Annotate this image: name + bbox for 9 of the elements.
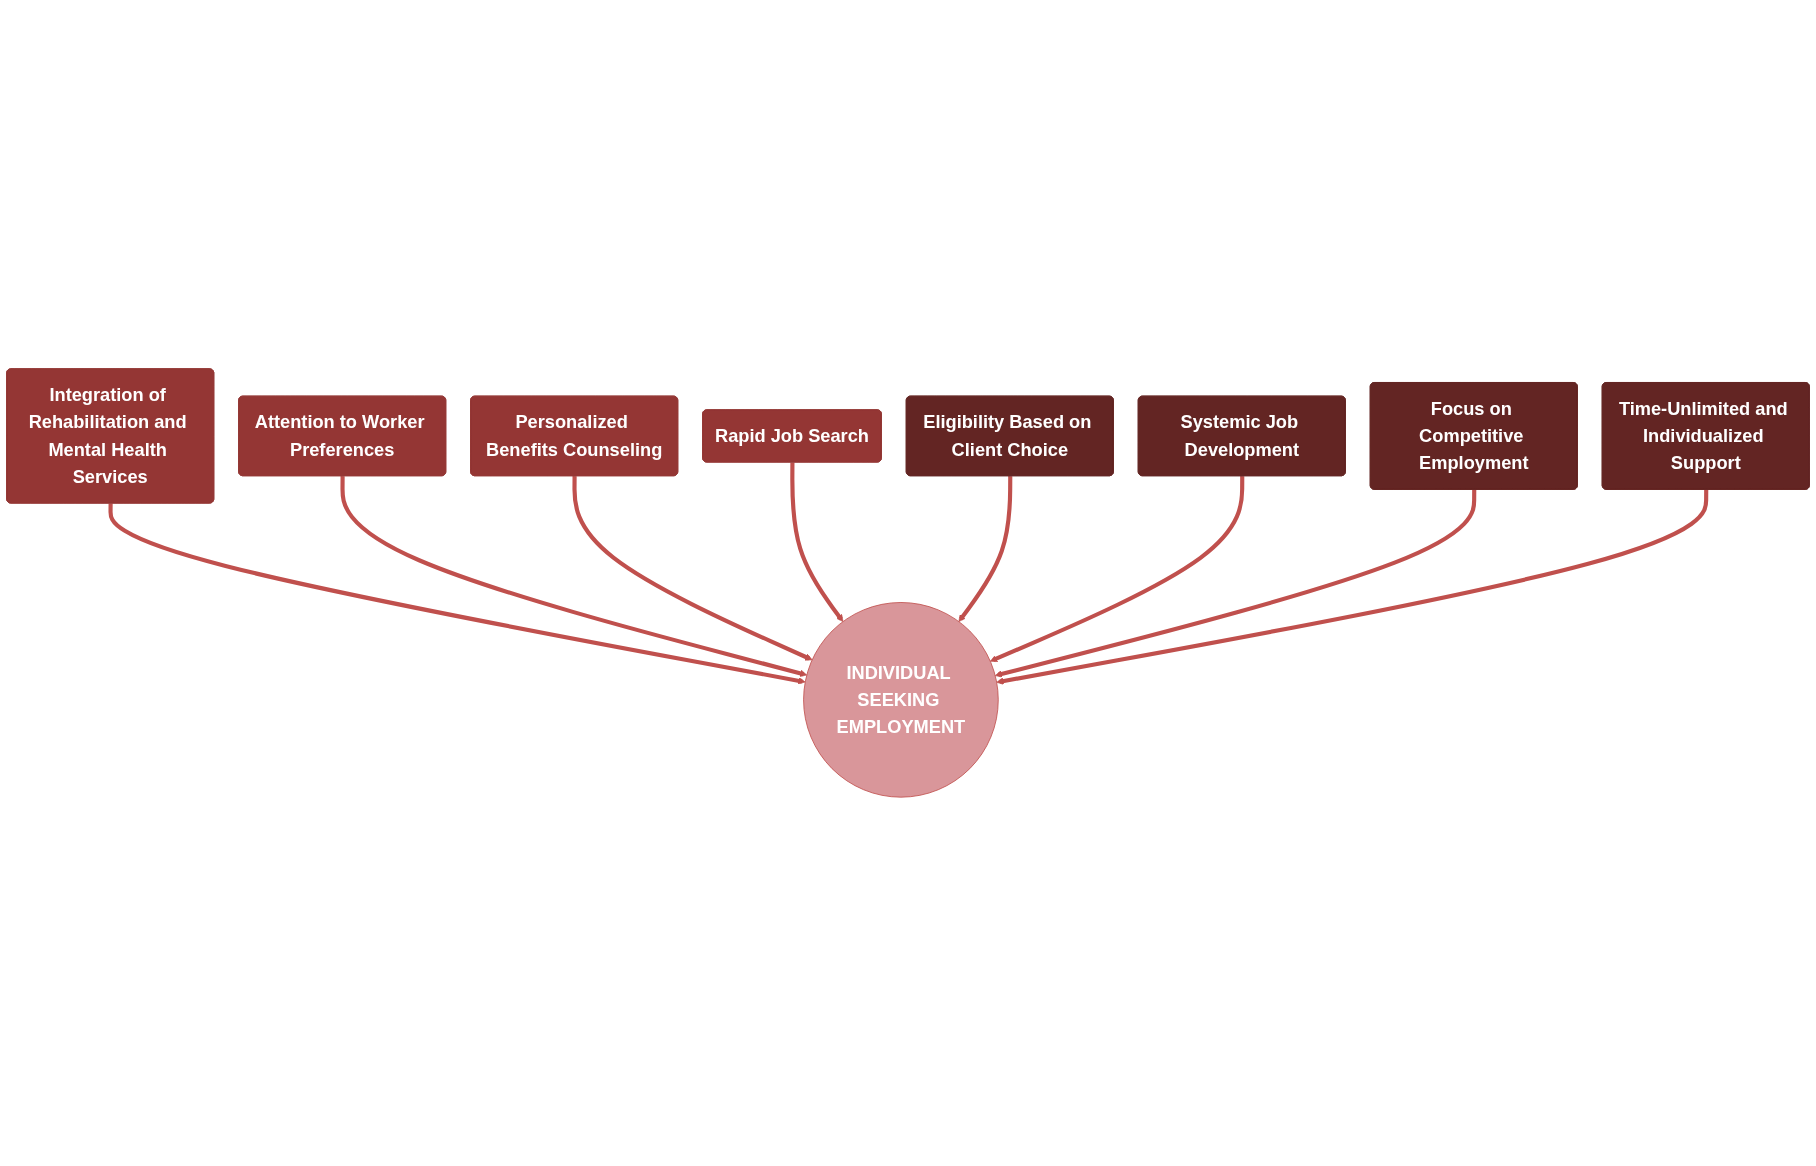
- node-circle: INDIVIDUAL SEEKING EMPLOYMENT: [803, 602, 999, 798]
- arrow: [996, 489, 1709, 685]
- arrow: [572, 476, 813, 661]
- arrow: [790, 462, 844, 622]
- arrow: [340, 476, 808, 677]
- arrow: [958, 476, 1013, 622]
- arrow: [108, 503, 806, 685]
- arrow: [994, 489, 1477, 678]
- arrow: [990, 476, 1245, 662]
